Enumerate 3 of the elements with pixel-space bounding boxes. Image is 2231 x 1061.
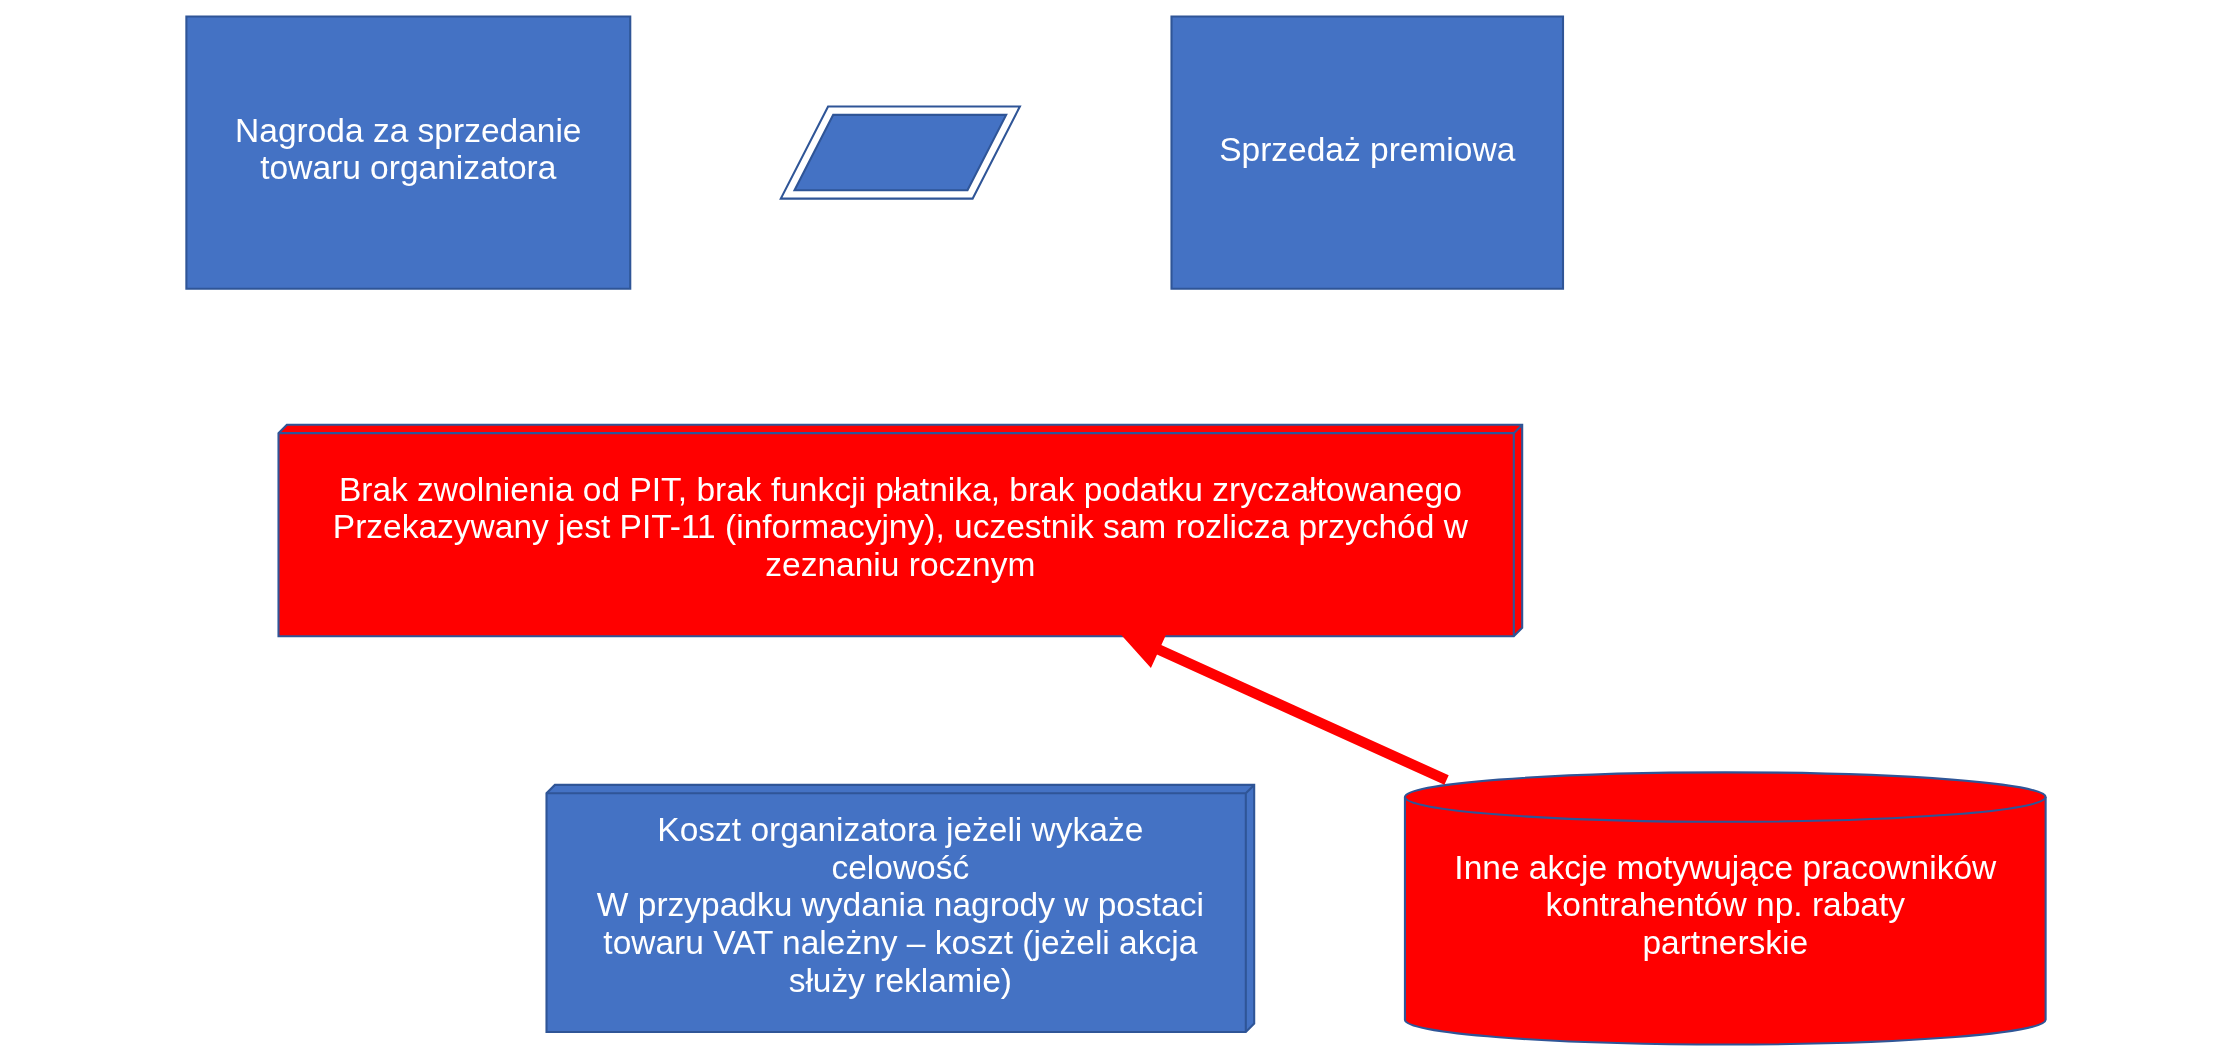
node-box: Sprzedaż premiowa [1169, 15, 1564, 290]
node-not-equal [778, 105, 1022, 200]
node-box: Nagroda za sprzedanie towaru organizatora [184, 15, 631, 290]
